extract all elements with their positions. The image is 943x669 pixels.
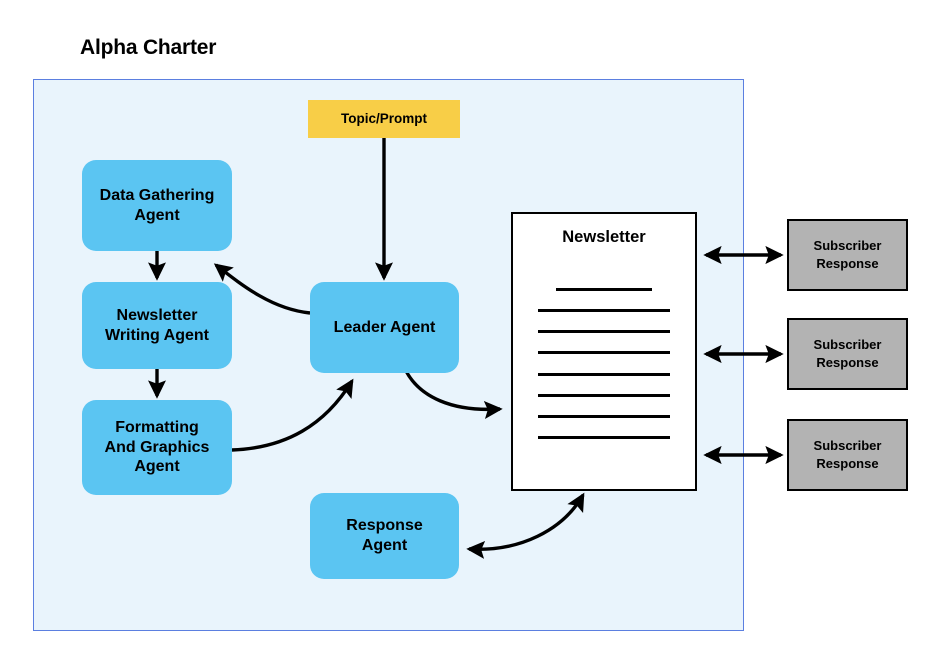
- data-gathering-agent-node[interactable]: Data Gathering Agent: [82, 160, 232, 251]
- formatting-agent-label-line2: And Graphics: [104, 438, 210, 456]
- newsletter-body-line: [538, 351, 670, 354]
- newsletter-body-line: [538, 330, 670, 333]
- leader-agent-node[interactable]: Leader Agent: [310, 282, 459, 373]
- subscriber-response-label-line2: Response: [816, 456, 879, 471]
- response-agent-node[interactable]: Response Agent: [310, 493, 459, 579]
- subscriber-response-label-line2: Response: [816, 355, 879, 370]
- newsletter-writing-agent-label-line2: Writing Agent: [105, 326, 209, 344]
- newsletter-writing-agent-node[interactable]: Newsletter Writing Agent: [82, 282, 232, 369]
- response-agent-label-line2: Agent: [361, 537, 408, 554]
- subscriber-response-label-line1: Subscriber: [813, 438, 882, 454]
- data-gathering-agent-label-line2: Agent: [134, 206, 180, 224]
- newsletter-document[interactable]: Newsletter: [511, 212, 697, 491]
- formatting-agent-label-line3: Agent: [134, 458, 180, 476]
- subscriber-response-label-line2: Response: [816, 256, 879, 271]
- topic-prompt-label: Topic/Prompt: [341, 110, 427, 126]
- subscriber-response-node-1[interactable]: Subscriber Response: [787, 219, 908, 291]
- response-agent-label-line1: Response: [346, 517, 423, 535]
- data-gathering-agent-label-line1: Data Gathering: [99, 186, 215, 204]
- newsletter-body-line: [538, 394, 670, 397]
- newsletter-body-line: [538, 415, 670, 418]
- newsletter-body-line: [538, 436, 670, 439]
- newsletter-body-line: [538, 309, 670, 312]
- subscriber-response-label-line1: Subscriber: [813, 337, 882, 353]
- subscriber-response-node-2[interactable]: Subscriber Response: [787, 318, 908, 390]
- formatting-agent-label-line1: Formatting: [115, 419, 199, 437]
- topic-prompt-node[interactable]: Topic/Prompt: [308, 100, 460, 138]
- subscriber-response-node-3[interactable]: Subscriber Response: [787, 419, 908, 491]
- newsletter-writing-agent-label-line1: Newsletter: [116, 306, 198, 324]
- subscriber-response-label-line1: Subscriber: [813, 238, 882, 254]
- newsletter-body-line: [538, 373, 670, 376]
- page-title: Alpha Charter: [80, 36, 217, 59]
- leader-agent-label: Leader Agent: [333, 318, 436, 336]
- newsletter-document-title: Newsletter: [562, 228, 646, 246]
- newsletter-body-line: [556, 288, 652, 291]
- formatting-and-graphics-agent-node[interactable]: Formatting And Graphics Agent: [82, 400, 232, 495]
